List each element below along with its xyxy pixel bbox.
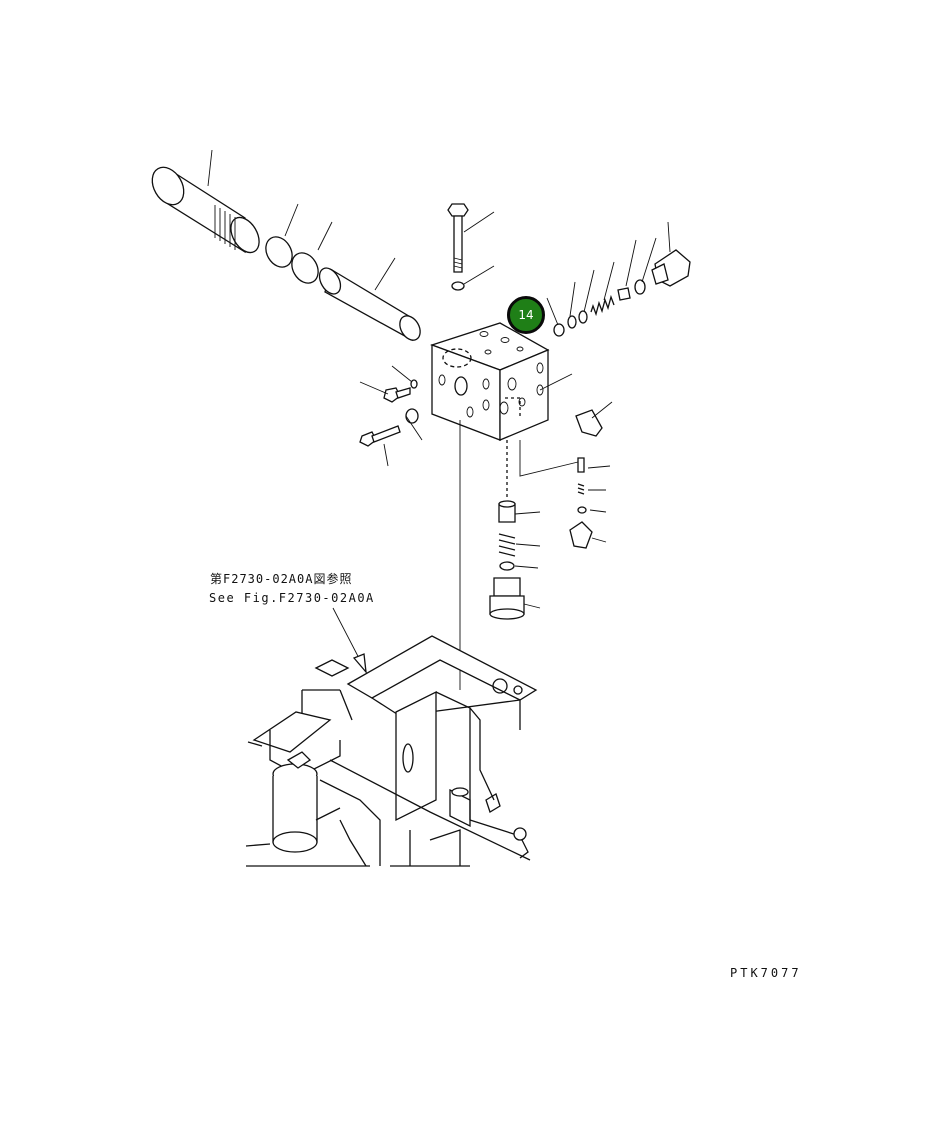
filter-tube-assembly — [151, 149, 421, 342]
part-callout-14[interactable]: 14 — [507, 296, 545, 334]
reference-note-english: See Fig.F2730-02A0A — [209, 591, 375, 605]
drawing-number: PTK7077 — [730, 966, 802, 980]
reference-arrow — [332, 607, 367, 675]
top-bolt — [447, 203, 495, 291]
callout-label: 14 — [518, 308, 534, 322]
bottom-valve-stack — [489, 440, 541, 620]
left-bolts — [359, 365, 423, 467]
valve-block — [430, 322, 573, 441]
relief-valve-parts — [546, 221, 691, 337]
right-fittings — [519, 401, 613, 549]
reference-note-japanese: 第F2730-02A0A図参照 — [210, 572, 353, 586]
machine-frame — [245, 635, 538, 867]
